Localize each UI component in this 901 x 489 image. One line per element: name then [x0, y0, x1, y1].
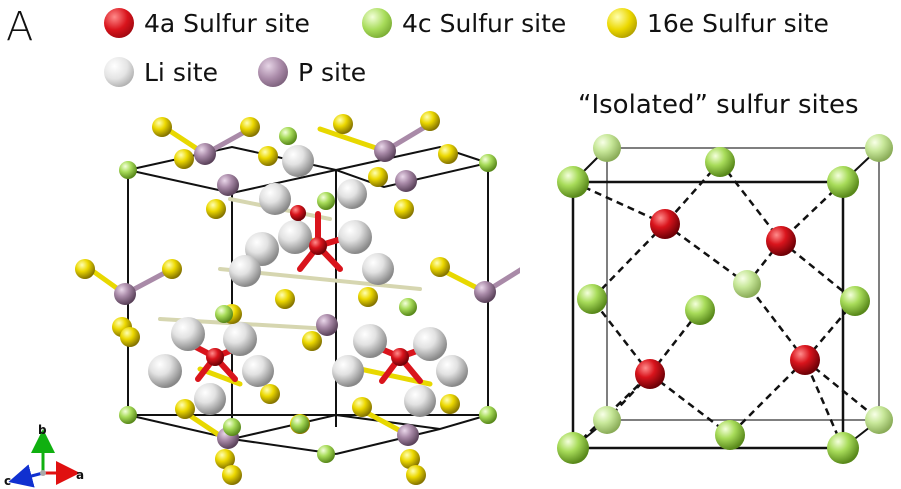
axis-triad: b a c	[4, 423, 84, 488]
isolated-4a-atoms	[635, 209, 820, 389]
axis-origin	[40, 470, 46, 476]
crystal-structure-diagram: b a c	[4, 111, 520, 488]
isolated-sulfur-sites-diagram	[557, 134, 893, 464]
front-cube-edges	[571, 180, 845, 450]
legend-swatch-16e	[607, 8, 637, 38]
face-4c-atoms	[577, 147, 870, 450]
axis-label-c: c	[4, 474, 11, 488]
isolated-sites-title: “Isolated” sulfur sites	[578, 90, 859, 120]
legend-label-p: P site	[298, 57, 367, 87]
panel-label: A	[6, 4, 34, 50]
legend-swatch-4a	[104, 8, 134, 38]
li-site-atoms	[148, 145, 468, 417]
legend-label-16e: 16e Sulfur site	[647, 8, 829, 38]
legend-item-16e: 16e Sulfur site	[607, 6, 829, 40]
legend-label-li: Li site	[144, 57, 218, 87]
axis-label-a: a	[76, 468, 84, 482]
p-site-atoms	[114, 140, 496, 449]
legend-item-4c: 4c Sulfur site	[362, 6, 566, 40]
legend-label-4a: 4a Sulfur site	[144, 8, 310, 38]
legend-label-4c: 4c Sulfur site	[402, 8, 567, 38]
4c-sulfur-atoms	[119, 127, 497, 463]
legend-item-p: P site	[258, 55, 366, 89]
axis-label-b: b	[38, 423, 47, 437]
front-corner-4c-atoms	[557, 166, 859, 464]
legend-item-4a: 4a Sulfur site	[104, 6, 310, 40]
16e-sulfur-atoms	[75, 111, 460, 485]
cube-edges-back	[606, 147, 880, 421]
dashed-connections	[572, 161, 880, 449]
4a-sulfur-atoms	[206, 205, 409, 366]
legend-swatch-li	[104, 57, 134, 87]
legend-swatch-p	[258, 57, 288, 87]
back-4c-atoms	[593, 134, 893, 434]
legend-swatch-4c	[362, 8, 392, 38]
legend-item-li: Li site	[104, 55, 218, 89]
